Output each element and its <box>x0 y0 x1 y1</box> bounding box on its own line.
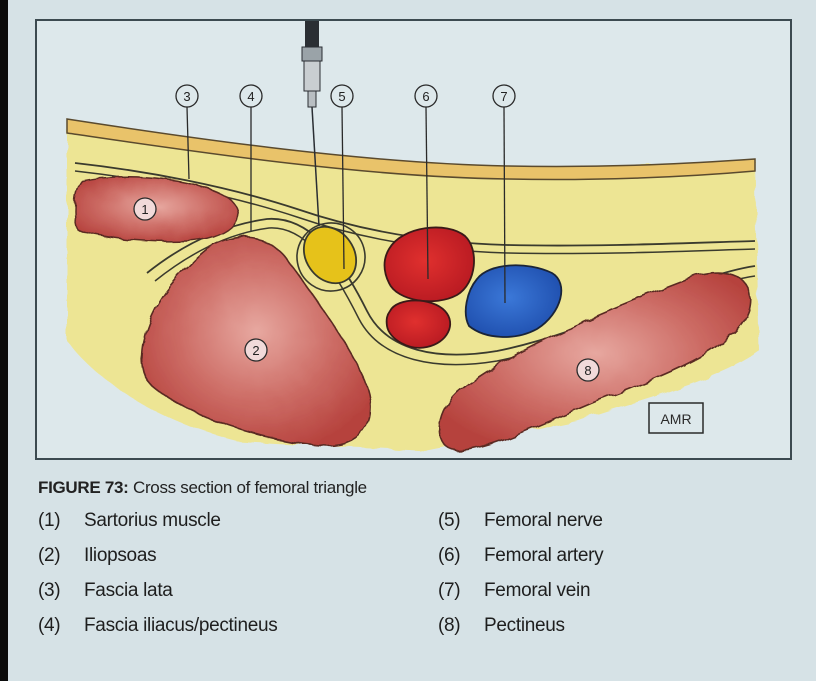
callout-4: 4 <box>240 85 262 107</box>
figure-caption-text: Cross section of femoral triangle <box>133 478 367 497</box>
svg-text:7: 7 <box>500 89 507 104</box>
legend-item: (2)Iliopsoas <box>38 545 277 580</box>
callout-8: 8 <box>577 359 599 381</box>
femoral-artery <box>385 227 475 301</box>
callout-7: 7 <box>493 85 515 107</box>
callout-6: 6 <box>415 85 437 107</box>
legend-item: (8)Pectineus <box>438 615 603 650</box>
svg-text:6: 6 <box>422 89 429 104</box>
femoral-artery-branch <box>387 301 451 348</box>
callout-2: 2 <box>245 339 267 361</box>
figure-caption-prefix: FIGURE 73: <box>38 478 129 497</box>
callout-1: 1 <box>134 198 156 220</box>
legend-item: (7)Femoral vein <box>438 580 603 615</box>
legend-item: (5)Femoral nerve <box>438 510 603 545</box>
figure-caption: FIGURE 73: Cross section of femoral tria… <box>38 478 367 498</box>
svg-text:AMR: AMR <box>660 411 691 427</box>
figure-frame: 3 4 5 6 7 1 2 <box>35 19 792 460</box>
callout-5: 5 <box>331 85 353 107</box>
svg-text:1: 1 <box>141 202 148 217</box>
page: 3 4 5 6 7 1 2 <box>8 0 816 681</box>
callout-3: 3 <box>176 85 198 107</box>
legend-left-column: (1)Sartorius muscle (2)Iliopsoas (3)Fasc… <box>38 510 277 650</box>
legend-right-column: (5)Femoral nerve (6)Femoral artery (7)Fe… <box>438 510 603 650</box>
legend-item: (1)Sartorius muscle <box>38 510 277 545</box>
svg-text:3: 3 <box>183 89 190 104</box>
svg-text:5: 5 <box>338 89 345 104</box>
artist-signature: AMR <box>649 403 703 433</box>
femoral-triangle-diagram: 3 4 5 6 7 1 2 <box>37 21 792 460</box>
svg-text:4: 4 <box>247 89 254 104</box>
legend-item: (3)Fascia lata <box>38 580 277 615</box>
legend-item: (6)Femoral artery <box>438 545 603 580</box>
legend-item: (4)Fascia iliacus/pectineus <box>38 615 277 650</box>
svg-text:8: 8 <box>584 363 591 378</box>
svg-text:2: 2 <box>252 343 259 358</box>
